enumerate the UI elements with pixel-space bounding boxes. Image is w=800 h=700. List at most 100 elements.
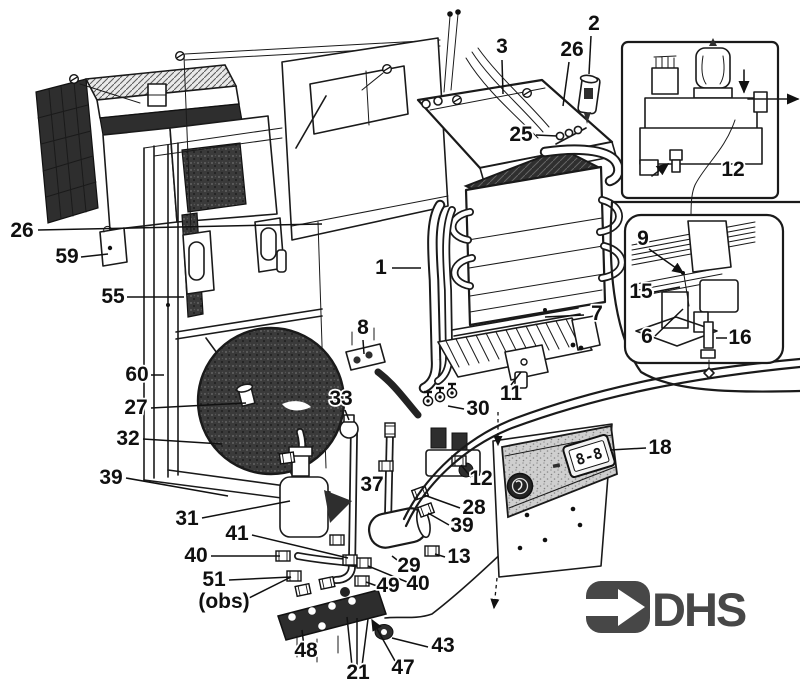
part-label-1: 1 [375,256,387,279]
leader-line-41 [251,534,349,559]
leader-line-43 [391,637,429,648]
leader-line-29 [391,555,402,564]
leader-line-18 [609,447,647,451]
leader-line-33 [344,409,350,421]
leader-line-27 [150,402,247,409]
leader-line-39 [427,512,450,526]
dhs-logo: DHS [586,581,748,636]
part-label-39: 39 [99,466,122,489]
leader-line-2 [588,35,592,75]
leader-line-26 [37,223,323,231]
part-label-30: 30 [466,397,489,420]
part-label-12: 12 [721,158,744,181]
part-label-32: 32 [116,427,139,450]
leader-line-26 [562,61,570,107]
leader-line-21 [346,616,353,667]
leader-line-obs [244,576,292,601]
part-label-15: 15 [629,280,653,303]
back-panel [183,37,449,241]
part-label-59: 59 [55,245,78,268]
bracket-59 [99,225,128,267]
part-label-55: 55 [101,285,125,308]
part-label-3: 3 [496,35,508,58]
pilot-injector [703,321,714,349]
burner [437,307,601,378]
part-label-51: 51 [202,568,226,591]
part-label-11: 11 [500,382,523,405]
part-label-60: 60 [125,363,148,386]
leader-line-15 [653,286,681,293]
leader-line-28 [423,494,461,509]
part-label-31: 31 [175,507,199,530]
part-label-7: 7 [591,302,603,325]
part-label-37: 37 [360,473,383,496]
limit-stat-flange [555,125,587,145]
screws [68,51,392,104]
part-label-12: 12 [469,467,492,490]
leader-line-30 [447,405,465,410]
leader-line-8 [362,339,365,355]
part-label-29: 29 [397,554,420,577]
part-label-8: 8 [357,316,369,339]
part-label-47: 47 [391,656,414,679]
expansion-vessel [196,326,346,476]
heat-exchanger [418,144,626,394]
bracket-8 [345,327,386,371]
part-label-16: 16 [728,326,751,349]
manifold-plate [277,575,387,663]
dhs-logo-text: DHS [652,583,746,636]
part-label-26: 26 [560,38,583,61]
grommet-43 [374,624,394,640]
leader-line-32 [142,438,223,445]
thermostat-wires [465,47,550,139]
part-label-21: 21 [346,661,370,684]
leader-line-7 [544,314,585,318]
leader-line-12 [460,464,472,478]
leader-line-9 [648,248,685,274]
leader-line-11 [510,371,522,386]
air-inlet-grille [35,64,243,231]
part-label-13: 13 [447,545,470,568]
leader-line-47 [371,618,396,662]
part-label-33: 33 [329,387,352,410]
part-label-9: 9 [637,227,649,250]
leader-line-25 [535,134,558,137]
panel-dial [506,472,534,500]
part-label-41: 41 [225,522,249,545]
part-label-6: 6 [641,325,653,348]
part-label-40: 40 [406,572,429,595]
part-label-27: 27 [124,396,147,419]
leader-line-39 [125,477,229,497]
part-label-39: 39 [450,514,473,537]
part-label-28: 28 [462,496,486,519]
panel-display: 8-8 [562,433,616,479]
dhs-logo-arrow-icon [586,589,645,626]
screw-axis-bottom [490,577,500,610]
overheat-thermostat [577,74,601,124]
part-label-40: 40 [184,544,207,567]
fixing-rods [443,9,461,93]
part-label-48: 48 [294,639,318,662]
part-label-obs: (obs) [198,590,249,613]
inset-gas-valve [620,38,800,217]
part-label-43: 43 [431,634,454,657]
leader-line-49 [365,581,378,587]
filler-valve [235,383,256,407]
leader-line-48 [301,629,305,648]
part-label-25: 25 [509,123,533,146]
part-label-49: 49 [376,574,399,597]
part-label-26: 26 [10,219,33,242]
leader-line-21 [361,618,369,667]
cabinet-frame [143,127,331,504]
leader-line-6 [654,308,684,337]
leader-line-31 [201,500,291,519]
control-panel: 8-8 [490,412,618,610]
leader-line-13 [434,553,446,558]
leader-line-51 [228,576,292,581]
leader-line-59 [80,253,109,258]
leader-line-3 [501,59,504,95]
leader-line-40 [367,565,408,583]
